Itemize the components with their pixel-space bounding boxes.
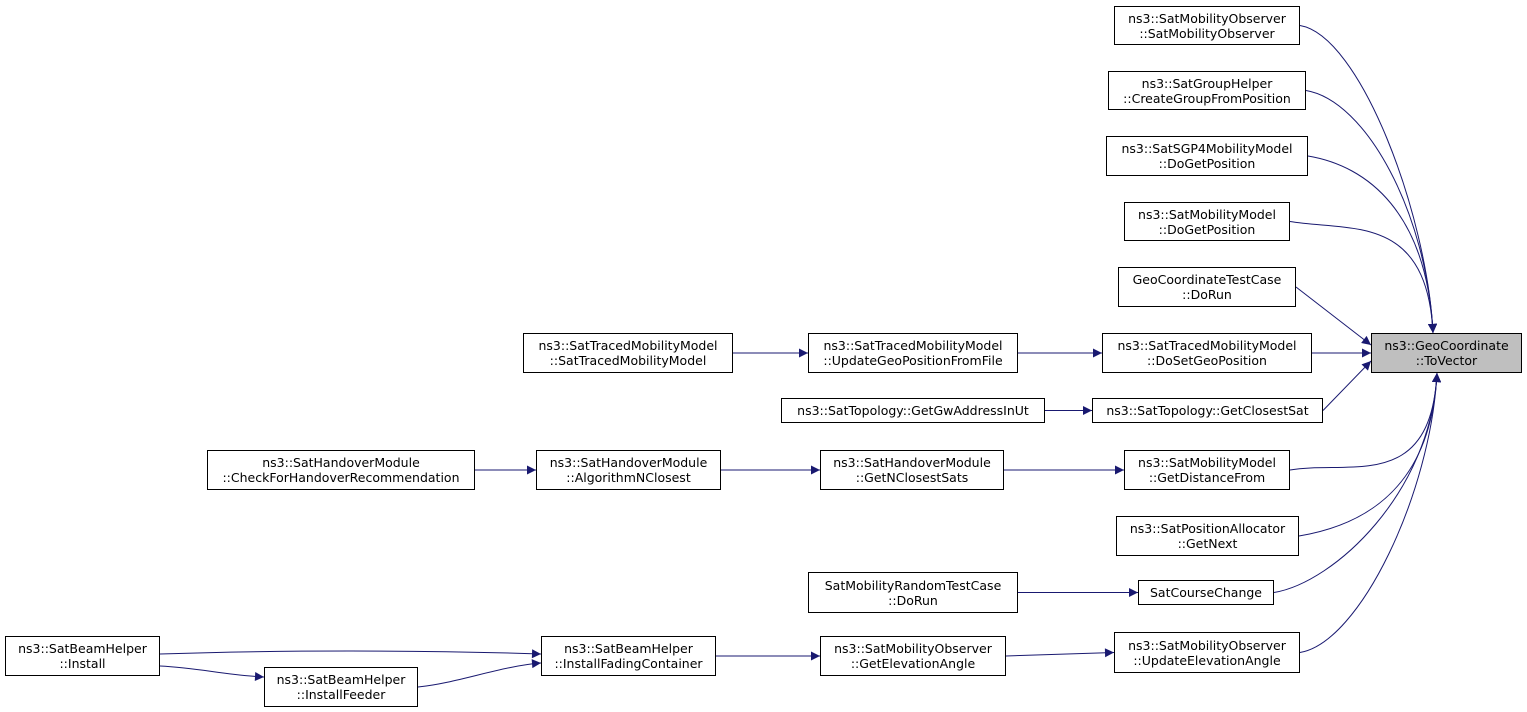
node-label-line: ns3::SatTopology::GetClosestSat [1106,403,1309,418]
node-beam-install[interactable]: ns3::SatBeamHelper::Install [5,636,160,676]
edge-sgp4-getpos-to-geo-tovector [1307,155,1438,334]
node-label-line: ::SatMobilityObserver [1139,25,1275,41]
node-label-line: GeoCoordinateTestCase [1132,272,1282,287]
node-traced-setgeo[interactable]: ns3::SatTracedMobilityModel::DoSetGeoPos… [1102,333,1312,373]
node-label-line: ns3::SatMobilityModel [1138,455,1276,470]
node-label-line: ::DoRun [1182,287,1232,302]
node-beam-feeder[interactable]: ns3::SatBeamHelper::InstallFeeder [264,667,418,707]
node-label-line: ::UpdateGeoPositionFromFile [823,353,1003,368]
node-label-line: ns3::SatMobilityObserver [1128,637,1286,653]
node-label-line: ::UpdateElevationAngle [1133,652,1281,668]
node-label-line: ::DoGetPosition [1158,156,1256,171]
node-label-line: ::DoRun [888,592,938,608]
node-coursechange[interactable]: SatCourseChange [1138,580,1274,605]
node-label-line: ::ToVector [1415,353,1478,368]
node-mobmodel-dist[interactable]: ns3::SatMobilityModel::GetDistanceFrom [1124,450,1290,490]
node-label-line: ns3::SatMobilityModel [1138,206,1276,222]
node-beam-fading[interactable]: ns3::SatBeamHelper::InstallFadingContain… [541,636,716,676]
node-label-line: ::SatTracedMobilityModel [549,353,707,368]
edge-beam-feeder-to-beam-fading [417,659,542,688]
node-handover-nclosestsats[interactable]: ns3::SatHandoverModule::GetNClosestSats [820,450,1004,490]
node-label-line: ns3::SatTracedMobilityModel [1117,338,1297,353]
edge-mobobs-getelev-to-mobobs-updelev [1005,648,1115,658]
node-label-line: ns3::SatHandoverModule [833,455,991,470]
node-label-line: ns3::SatSGP4MobilityModel [1121,141,1293,156]
node-label-line: ns3::SatMobilityObserver [1128,10,1286,26]
node-label-line: SatCourseChange [1150,585,1262,600]
node-sgp4-getpos[interactable]: ns3::SatSGP4MobilityModel::DoGetPosition [1106,136,1308,176]
node-label-line: SatMobilityRandomTestCase [824,577,1002,593]
node-label-line: ns3::SatTopology::GetGwAddressInUt [797,403,1029,418]
node-label-line: ::InstallFeeder [296,687,386,702]
edge-beam-install-to-beam-fading [159,649,542,659]
edge-topo-closestsat-to-geo-tovector [1322,360,1372,411]
node-mobobs-ctor[interactable]: ns3::SatMobilityObserver::SatMobilityObs… [1114,6,1300,45]
node-label-line: ::GetDistanceFrom [1148,470,1266,485]
node-traced-update[interactable]: ns3::SatTracedMobilityModel::UpdateGeoPo… [808,333,1018,373]
node-label-line: ::GetElevationAngle [850,656,976,671]
edge-coursechange-to-geo-tovector [1273,372,1442,593]
node-label-line: ns3::SatPositionAllocator [1129,521,1286,536]
node-label-line: ns3::SatBeamHelper [18,641,147,656]
node-label-line: ::GetNext [1177,536,1238,551]
node-topo-gwaddr[interactable]: ns3::SatTopology::GetGwAddressInUt [781,398,1045,423]
node-traced-ctor[interactable]: ns3::SatTracedMobilityModel::SatTracedMo… [523,333,733,373]
node-label-line: ::Install [59,656,106,671]
node-mobobs-getelev[interactable]: ns3::SatMobilityObserver::GetElevationAn… [820,636,1006,676]
node-label-line: ::DoSetGeoPosition [1147,353,1267,368]
node-geo-tovector: ns3::GeoCoordinate::ToVector [1371,333,1522,373]
node-label-line: ns3::SatGroupHelper [1141,75,1273,91]
node-grouphelper-create[interactable]: ns3::SatGroupHelper::CreateGroupFromPosi… [1108,71,1306,110]
node-posalloc-next[interactable]: ns3::SatPositionAllocator::GetNext [1116,516,1299,556]
node-label-line: ns3::SatTracedMobilityModel [538,338,718,353]
node-label-line: ns3::SatBeamHelper [276,672,406,687]
node-label-line: ns3::SatHandoverModule [262,455,420,470]
edge-geotest-dorun-to-geo-tovector [1295,286,1372,346]
node-mobrandom-dorun[interactable]: SatMobilityRandomTestCase::DoRun [808,572,1018,613]
node-label-line: ns3::SatTracedMobilityModel [823,338,1003,353]
edge-mobmodel-getpos-to-geo-tovector [1289,221,1438,334]
node-handover-check[interactable]: ns3::SatHandoverModule::CheckForHandover… [207,450,475,490]
node-label-line: ::CheckForHandoverRecommendation [222,470,460,485]
node-label-line: ns3::SatHandoverModule [549,455,708,470]
node-label-line: ns3::GeoCoordinate [1384,338,1509,353]
edge-mobobs-updelev-to-geo-tovector [1299,372,1442,653]
edge-mobmodel-dist-to-geo-tovector [1289,372,1442,471]
node-label-line: ns3::SatMobilityObserver [834,641,992,656]
node-mobmodel-getpos[interactable]: ns3::SatMobilityModel::DoGetPosition [1124,202,1290,241]
edge-beam-install-to-beam-feeder [159,665,265,682]
node-label-line: ::DoGetPosition [1158,221,1256,237]
node-topo-closestsat[interactable]: ns3::SatTopology::GetClosestSat [1092,398,1323,423]
node-handover-algo[interactable]: ns3::SatHandoverModule::AlgorithmNCloses… [536,450,721,490]
node-label-line: ns3::SatBeamHelper [564,641,693,656]
node-mobobs-updelev[interactable]: ns3::SatMobilityObserver::UpdateElevatio… [1114,632,1300,673]
node-geotest-dorun[interactable]: GeoCoordinateTestCase::DoRun [1118,267,1296,307]
node-label-line: ::InstallFadingContainer [554,656,703,671]
node-label-line: ::GetNClosestSats [855,470,969,485]
node-label-line: ::AlgorithmNClosest [566,470,691,485]
node-label-line: ::CreateGroupFromPosition [1123,90,1291,106]
